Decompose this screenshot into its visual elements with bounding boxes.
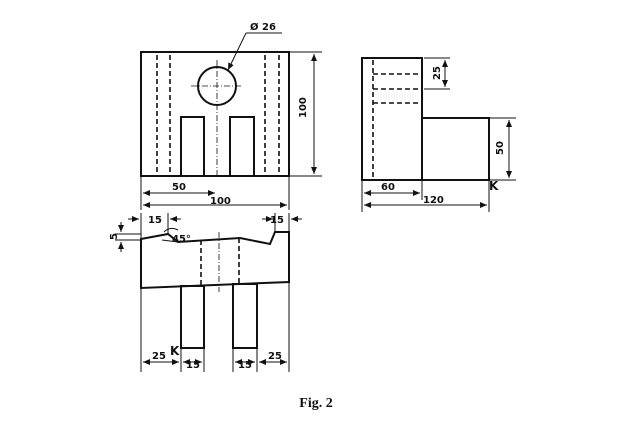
side-slot-depth-label: 25 — [432, 66, 443, 80]
top-view-outline — [140, 231, 290, 290]
top-right-offset-label: 25 — [268, 351, 282, 362]
top-leg-right — [232, 283, 258, 349]
top-view: 15 15 5 45° 25 K 15 15 25 — [109, 213, 302, 372]
side-total-depth-label: 120 — [423, 195, 444, 206]
side-point-k-label: K — [489, 179, 499, 193]
top-leg-right-width-label: 15 — [238, 360, 252, 371]
front-width-label: 100 — [210, 196, 231, 207]
figure-caption: Fig. 2 — [299, 396, 333, 411]
top-chamfer-height-label: 5 — [109, 233, 120, 240]
side-base-depth-label: 60 — [381, 182, 395, 193]
side-view-base — [421, 117, 490, 181]
side-step-height-label: 50 — [495, 141, 506, 155]
top-left-step-label: 15 — [148, 215, 162, 226]
top-leg-left-width-label: 15 — [186, 360, 200, 371]
front-slot-right — [229, 116, 255, 177]
side-view-upright — [361, 57, 423, 181]
front-height-label: 100 — [298, 97, 309, 118]
side-view: 25 50 K 60 120 — [361, 57, 516, 212]
top-point-k-label: K — [170, 344, 180, 358]
top-leg-left — [180, 285, 205, 349]
front-half-width-label: 50 — [172, 182, 186, 193]
front-view: Ø 26 100 50 100 — [140, 21, 322, 210]
front-slot-left — [180, 116, 205, 177]
top-chamfer-angle-label: 45° — [172, 234, 191, 245]
front-view-outline — [140, 51, 290, 177]
top-right-step-label: 15 — [270, 215, 284, 226]
hole-diameter-label: Ø 26 — [250, 21, 276, 33]
top-left-offset-label: 25 — [152, 351, 166, 362]
